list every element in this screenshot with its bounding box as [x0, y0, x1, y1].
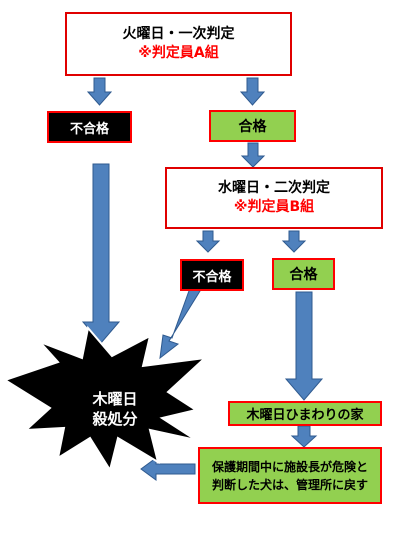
stage2-title: 水曜日・二次判定	[218, 180, 330, 196]
stage2-box: 水曜日・二次判定 ※判定員B組	[165, 167, 383, 229]
stage1-pass-box: 合格	[209, 110, 296, 142]
stage2-fail-box: 不合格	[180, 259, 244, 291]
stage1-title: 火曜日・一次判定	[122, 26, 235, 42]
arrow-fail2-to-kill	[159, 287, 201, 360]
kill-label: 木曜日 殺処分	[76, 389, 154, 429]
arrow-stage2-to-pass	[281, 230, 307, 253]
arrow-pass2-to-himawari	[284, 291, 324, 401]
kill-star-shape	[2, 325, 208, 473]
arrow-stage1-to-pass	[239, 77, 266, 106]
arrow-stage2-to-fail	[195, 230, 221, 253]
arrow-pass-to-stage2	[240, 142, 266, 168]
himawari-box: 木曜日ひまわりの家	[228, 401, 382, 426]
return-box: 保護期間中に施設長が危険と 判断した犬は、管理所に戻す	[198, 447, 382, 504]
kill-line1: 木曜日	[92, 390, 138, 408]
stage1-box: 火曜日・一次判定 ※判定員A組	[65, 12, 292, 76]
stage1-fail-label: 不合格	[69, 121, 109, 137]
arrow-return-to-kill	[140, 457, 196, 481]
stage2-pass-box: 合格	[272, 258, 335, 290]
kill-line2: 殺処分	[92, 410, 138, 428]
stage1-pass-label: 合格	[238, 119, 267, 135]
return-line1: 保護期間中に施設長が危険と	[211, 459, 368, 474]
stage2-judge: ※判定員B組	[233, 199, 315, 215]
arrow-himawari-to-return	[290, 425, 318, 448]
stage2-fail-label: 不合格	[192, 269, 232, 285]
return-line2: 判断した犬は、管理所に戻す	[211, 477, 368, 492]
stage1-judge: ※判定員A組	[138, 45, 219, 61]
stage2-pass-label: 合格	[289, 267, 318, 283]
arrow-fail1-to-kill	[81, 163, 121, 344]
stage1-fail-box: 不合格	[47, 111, 132, 143]
himawari-label: 木曜日ひまわりの家	[246, 408, 364, 423]
arrow-stage1-to-fail	[86, 77, 113, 106]
